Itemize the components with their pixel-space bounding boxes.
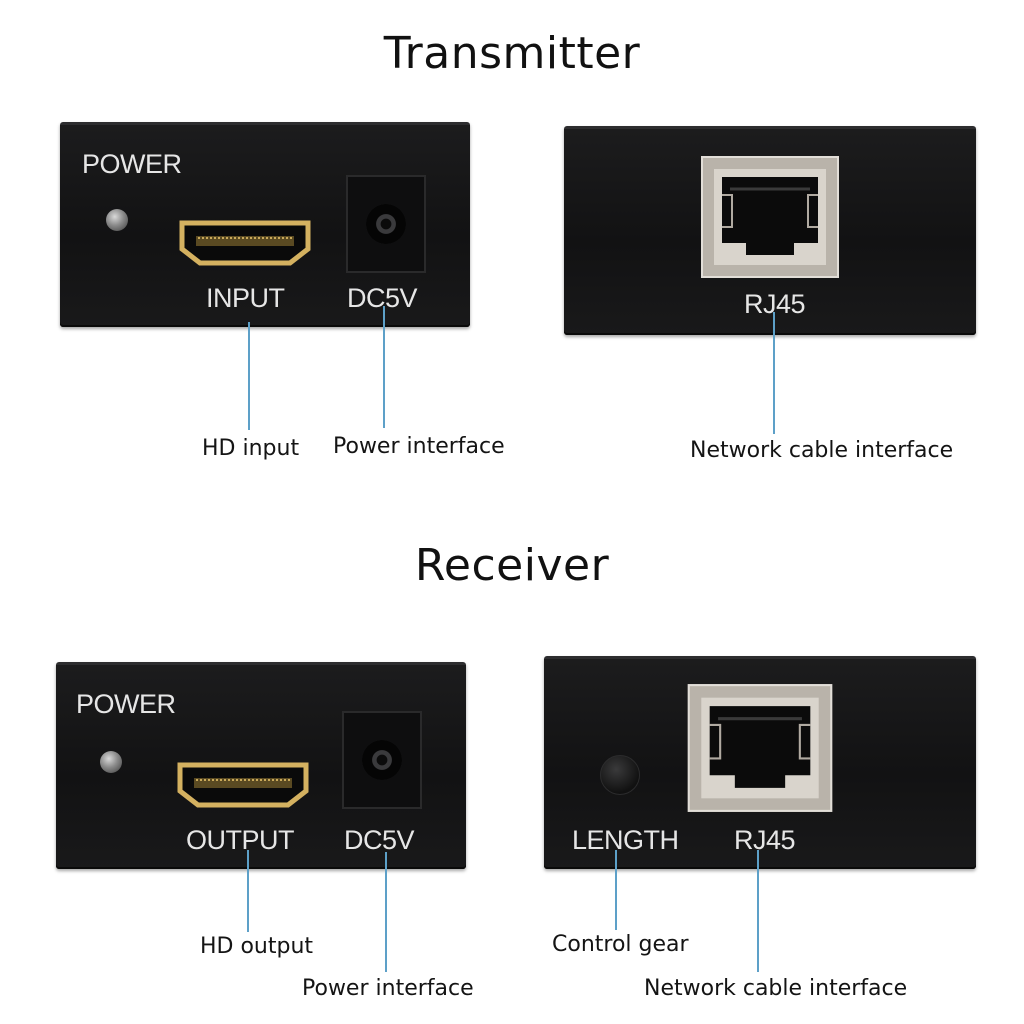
power-label: POWER [82, 149, 182, 179]
caption-control-gear: Control gear [552, 932, 689, 957]
rj45-port-icon [687, 684, 833, 812]
led-icon [106, 209, 128, 231]
rj45-label: RJ45 [734, 825, 796, 855]
caption-network-interface: Network cable interface [644, 976, 908, 1001]
rj45-port-icon [701, 156, 839, 278]
input-label: INPUT [206, 283, 285, 313]
receiver-front-panel: POWER OUTPUT DC5V [56, 662, 466, 869]
caption-network-interface: Network cable interface [690, 438, 954, 463]
transmitter-title: Transmitter [383, 28, 641, 79]
leader-line-network [773, 312, 775, 434]
caption-power-interface: Power interface [302, 976, 474, 1001]
output-label: OUTPUT [186, 825, 295, 855]
caption-hd-input: HD input [202, 436, 300, 461]
dc5v-label: DC5V [344, 825, 415, 855]
leader-line-control-gear [615, 850, 617, 930]
receiver-title: Receiver [414, 540, 610, 591]
leader-line-power-interface [385, 852, 387, 972]
hdmi-port-icon [179, 220, 311, 266]
leader-line-hd-input [248, 322, 250, 430]
hdmi-port-icon [177, 762, 309, 808]
leader-line-power-interface [383, 306, 385, 428]
power-label: POWER [76, 689, 176, 719]
leader-line-network [757, 850, 759, 972]
dc5v-label: DC5V [347, 283, 418, 313]
dc-jack-icon [342, 711, 422, 809]
transmitter-front-panel: POWER INPUT DC5V [60, 122, 470, 327]
length-label: LENGTH [572, 825, 679, 855]
length-button-icon [600, 755, 640, 795]
caption-power-interface: Power interface [333, 434, 505, 459]
led-icon [100, 751, 122, 773]
leader-line-hd-output [247, 850, 249, 932]
caption-hd-output: HD output [200, 934, 314, 959]
receiver-back-panel: LENGTH RJ45 [544, 656, 976, 869]
transmitter-back-panel: RJ45 [564, 126, 976, 335]
dc-jack-icon [346, 175, 426, 273]
